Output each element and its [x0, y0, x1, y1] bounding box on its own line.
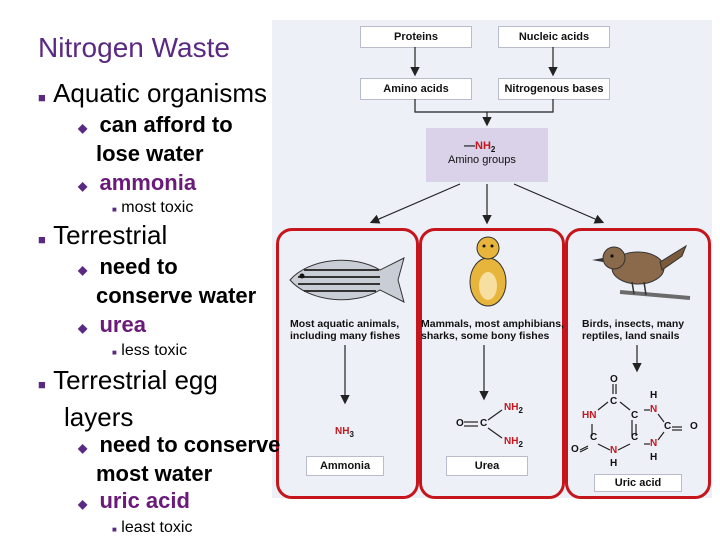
uric-o-top: O	[610, 374, 618, 385]
urea-oxygen: O	[456, 418, 464, 429]
slide-title: Nitrogen Waste	[38, 32, 230, 63]
uric-hn: HN	[582, 410, 597, 421]
section-aquatic-heading: ■ Aquatic organisms	[38, 78, 267, 108]
section-terrestrial-heading: ■ Terrestrial	[38, 220, 168, 250]
diamond-bullet-icon: ◆	[78, 497, 88, 511]
uric-acid-structure	[579, 384, 682, 453]
uric-c-top: C	[610, 396, 618, 407]
uric-h-top: H	[650, 390, 658, 401]
diamond-bullet-icon: ◆	[78, 321, 88, 335]
terrestrial-sub-toxicity: ■ less toxic	[112, 342, 188, 359]
urea-structure	[464, 409, 503, 439]
square-bullet-icon: ■	[38, 377, 46, 392]
egg-point-uric-acid: ◆ uric acid	[78, 488, 190, 513]
aquatic-point-water: ◆ can afford to lose water	[78, 112, 233, 166]
amino-groups-box: —NH2 Amino groups	[426, 128, 548, 182]
aquatic-panel	[276, 228, 419, 499]
fish-icon	[289, 257, 405, 303]
diamond-bullet-icon: ◆	[78, 179, 88, 193]
mammal-panel	[419, 228, 565, 499]
ammonia-box: Ammonia	[306, 456, 384, 476]
proteins-label: Proteins	[393, 31, 438, 43]
uric-c-right: C	[631, 410, 639, 421]
ammonia-formula: NH3	[335, 426, 354, 439]
egg-point-water: ◆ need to conserve most water	[78, 432, 281, 486]
nitrogenous-bases-box: Nitrogenous bases	[498, 78, 610, 100]
uric-n-top: N	[650, 404, 658, 415]
nucleic-acids-box: Nucleic acids	[498, 26, 610, 48]
square-bullet-icon: ■	[38, 232, 46, 247]
aquatic-point-ammonia: ◆ ammonia	[78, 170, 197, 195]
egg-sub-toxicity: ■ least toxic	[112, 519, 193, 536]
uric-c-far: C	[664, 421, 672, 432]
uric-n-bottom: N	[650, 438, 658, 449]
uric-c-bridge: C	[631, 432, 639, 443]
diamond-bullet-icon: ◆	[78, 263, 88, 277]
aquatic-caption: Most aquatic animals,including many fish…	[290, 318, 401, 342]
terrestrial-point-water: ◆ need to conserve water	[78, 254, 257, 308]
diamond-bullet-icon: ◆	[78, 441, 88, 455]
square-bullet-icon: ■	[38, 90, 46, 105]
amino-acids-box: Amino acids	[360, 78, 472, 100]
section-egg-layers-heading: ■ Terrestrial egg layers	[38, 365, 218, 432]
diamond-bullet-icon: ◆	[78, 121, 88, 135]
ammonia-label: Ammonia	[319, 460, 371, 472]
uric-h-bottom-left: H	[610, 458, 618, 469]
urea-box: Urea	[446, 456, 528, 476]
bird-icon	[592, 244, 691, 300]
nucleic-acids-label: Nucleic acids	[518, 31, 590, 43]
urea-nh2-top: NH2	[504, 402, 523, 415]
square-bullet-icon: ■	[112, 525, 117, 534]
amino-group-formula: —NH2	[464, 140, 496, 155]
uric-h-bottom: H	[650, 452, 658, 463]
aquatic-sub-toxicity: ■ most toxic	[112, 199, 194, 216]
terrestrial-point-urea: ◆ urea	[78, 312, 146, 337]
mammal-caption: Mammals, most amphibians,sharks, some bo…	[421, 318, 564, 342]
uric-o-left: O	[571, 444, 579, 455]
urea-label: Urea	[474, 460, 500, 472]
uric-o-right: O	[690, 421, 698, 432]
amino-acids-label: Amino acids	[383, 83, 449, 95]
proteins-box: Proteins	[360, 26, 472, 48]
uric-acid-label: Uric acid	[614, 477, 662, 489]
bird-panel	[565, 228, 711, 499]
amino-groups-label: Amino groups	[448, 154, 516, 166]
uric-c-left: C	[590, 432, 598, 443]
square-bullet-icon: ■	[112, 205, 117, 214]
uric-acid-box: Uric acid	[594, 474, 682, 492]
uric-n-bottom-left: N	[610, 445, 618, 456]
square-bullet-icon: ■	[112, 348, 117, 357]
nitrogenous-bases-label: Nitrogenous bases	[504, 83, 604, 95]
prairie-dog-icon	[469, 236, 507, 307]
urea-carbon: C	[480, 418, 488, 429]
urea-nh2-bottom: NH2	[504, 436, 523, 449]
